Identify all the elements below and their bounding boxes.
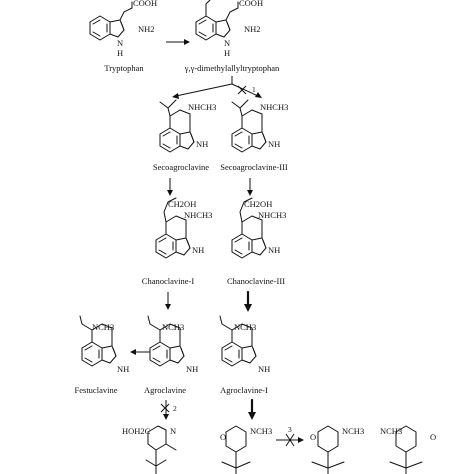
structure-chanoclavine-iii: CH2OH NHCH3 NH Chanoclavine-III xyxy=(227,197,286,286)
structure-secoagroclavine-iii: NHCH3 NH Secoagroclavine-III xyxy=(220,99,288,172)
structure-tryptophan: COOH NH2 N H Tryptophan xyxy=(89,0,157,73)
structure-agroclavine: NCH3 NH Agroclavine xyxy=(144,315,198,395)
chanoclavine-i-nhch3: NHCH3 xyxy=(184,210,212,220)
bottom1-n: N xyxy=(170,426,176,436)
secoagroclavine-iii-nh: NH xyxy=(268,139,280,149)
bottom1-hoh2c: HOH2C xyxy=(122,426,151,436)
arrows-row4-down: 2 xyxy=(160,398,256,420)
structure-bottom-4: NCH3 O xyxy=(380,425,436,474)
tryptophan-n: N xyxy=(117,38,123,48)
bottom2-nch3: NCH3 xyxy=(250,426,272,436)
festuclavine-nch3: NCH3 xyxy=(92,322,114,332)
agroclavine-i-nch3: NCH3 xyxy=(234,322,256,332)
agroclavine-nh: NH xyxy=(186,364,198,374)
tryptophan-nh2: NH2 xyxy=(138,24,155,34)
secoagroclavine-nhch3: NHCH3 xyxy=(188,102,216,112)
bottom4-o: O xyxy=(430,432,436,442)
secoagroclavine-label: Secoagroclavine xyxy=(153,162,209,172)
agroclavine-nch3: NCH3 xyxy=(162,322,184,332)
festuclavine-nh: NH xyxy=(117,364,129,374)
chanoclavine-iii-nh: NH xyxy=(268,245,280,255)
dmat-h: H xyxy=(224,48,230,58)
structure-chanoclavine-i: CH2OH NHCH3 NH Chanoclavine-I xyxy=(142,197,212,286)
arrow-tryptophan-to-dmat xyxy=(166,39,190,45)
structure-agroclavine-i: NCH3 NH Agroclavine-I xyxy=(219,315,270,395)
tryptophan-cooh: COOH xyxy=(133,0,157,8)
arrow-bottom-2-to-3: 3 xyxy=(276,425,304,447)
structure-dmat: COOH NH2 N H γ,γ-dimethylallyltryptophan xyxy=(184,0,280,73)
structure-bottom-3: O NCH3 xyxy=(310,425,364,474)
festuclavine-label: Festuclavine xyxy=(75,385,118,395)
secoagroclavine-iii-nhch3: NHCH3 xyxy=(260,102,288,112)
bottom3-o: O xyxy=(310,432,316,442)
arrow-dmat-branch: 1 xyxy=(172,76,262,99)
bottom3-nch3: NCH3 xyxy=(342,426,364,436)
chanoclavine-iii-nhch3: NHCH3 xyxy=(258,210,286,220)
step-1-label: 1 xyxy=(252,85,256,94)
chanoclavine-i-label: Chanoclavine-I xyxy=(142,276,195,286)
bottom4-nch3: NCH3 xyxy=(380,426,402,436)
secoagroclavine-iii-label: Secoagroclavine-III xyxy=(220,162,288,172)
agroclavine-label: Agroclavine xyxy=(144,385,186,395)
chanoclavine-i-nh: NH xyxy=(192,245,204,255)
structure-festuclavine: NCH3 NH Festuclavine xyxy=(75,315,129,395)
chanoclavine-iii-ch2oh: CH2OH xyxy=(244,199,272,209)
agroclavine-i-nh: NH xyxy=(258,364,270,374)
chanoclavine-i-ch2oh: CH2OH xyxy=(168,199,196,209)
structure-bottom-1: HOH2C N xyxy=(122,425,177,474)
dmat-nh2: NH2 xyxy=(244,24,261,34)
tryptophan-label: Tryptophan xyxy=(104,63,144,73)
dmat-cooh: COOH xyxy=(239,0,263,8)
dmat-n: N xyxy=(224,38,230,48)
arrow-agroclavine-to-festuclavine xyxy=(130,349,150,355)
step-3-label: 3 xyxy=(288,425,292,434)
arrows-row2-down xyxy=(167,178,253,196)
arrows-row3-down xyxy=(165,290,252,312)
structure-bottom-2: O NCH3 xyxy=(220,425,272,474)
agroclavine-i-label: Agroclavine-I xyxy=(220,385,268,395)
tryptophan-h: H xyxy=(117,48,123,58)
secoagroclavine-nh: NH xyxy=(196,139,208,149)
step-2-label: 2 xyxy=(173,404,177,413)
structure-secoagroclavine: NHCH3 NH Secoagroclavine xyxy=(153,99,216,172)
chanoclavine-iii-label: Chanoclavine-III xyxy=(227,276,285,286)
bottom2-o: O xyxy=(220,432,226,442)
dmat-label: γ,γ-dimethylallyltryptophan xyxy=(184,63,280,73)
